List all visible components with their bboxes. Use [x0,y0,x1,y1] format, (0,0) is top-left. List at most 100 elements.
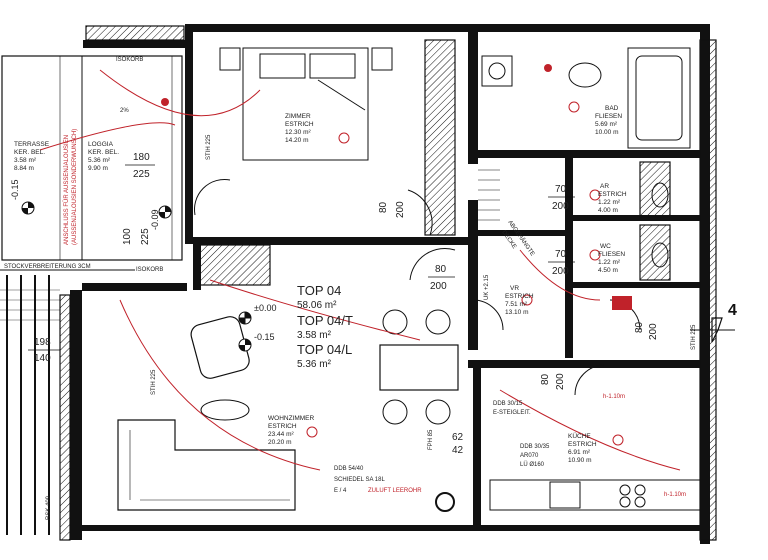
room-labels: ZIMMER ESTRICH 12.30 m² 14.20 m BAD FLIE… [14,105,627,464]
interior-walls [193,24,700,528]
note-steiglt: E-STEIGLEIT. [493,410,531,416]
top-labels: TOP 04 58.06 m² TOP 04/T 3.58 m² TOP 04/… [297,283,353,370]
room-wc-area: 1.22 m² [598,259,621,266]
level-0: ±0.00 [254,303,276,313]
room-terrasse-area: 3.58 m² [14,157,37,164]
room-loggia-floor: KER. BEL. [88,149,119,156]
note-h2: h-1.10m [664,492,686,498]
level-2: -0.15 [10,179,20,200]
room-kueche-perimeter: 10.90 m [568,457,592,464]
room-terrasse-name: TERRASSE [14,141,50,148]
door-arcs [194,179,641,396]
note-e4: E / 4 [334,488,347,494]
dim-225-a: 225 [133,169,150,180]
note-ar70: AR070 [520,453,539,459]
room-loggia-name: LOGGIA [88,141,114,148]
note-zuluft: ZULUFT LEEROHR [368,488,422,494]
dim-200-d: 200 [552,266,569,277]
note-stiz-2: STIH 225 [151,369,157,395]
dim-180: 180 [133,152,150,163]
room-zimmer-area: 12.30 m² [285,129,311,136]
level-1: -0.15 [254,332,275,342]
note-stiz-3: STIH 225 [691,324,697,350]
note-ddb-kue: DDB 30/35 [520,444,550,450]
room-zimmer-floor: ESTRICH [285,121,314,128]
dim-198: 198 [34,337,51,348]
dim-62: 62 [452,432,464,443]
room-zimmer-perimeter: 14.20 m [285,137,309,144]
room-bad-area: 5.69 m² [595,121,618,128]
note-schiedel: SCHIEDEL SA 18L [334,477,385,483]
room-bad-perimeter: 10.00 m [595,129,619,136]
note-aussen-1: ANSCHLUSS FÜR AUSSENJALOUSIEN [63,135,70,245]
level-marker [238,311,252,325]
dim-80-d: 80 [634,321,645,333]
note-fph: FPH 85 [428,429,434,450]
room-wohnzimmer-name: WOHNZIMMER [268,415,315,422]
dim-200-f: 200 [648,323,659,340]
top-label-3-name: TOP 04/L [297,342,352,357]
room-loggia-perimeter: 9.90 m [88,165,108,172]
note-lue: LÜ Ø160 [520,461,545,468]
level-3: -0.09 [150,209,160,230]
dim-70-a: 70 [555,184,567,195]
note-rsk: RSK 409 [46,495,52,520]
dimensions: 180 225 100 225 80 200 80 200 70 200 70 … [28,152,659,456]
electrical-layer [39,64,681,512]
room-zimmer-name: ZIMMER [285,113,311,120]
dim-200-c: 200 [552,201,569,212]
dim-80-b: 80 [435,264,447,275]
top-label-1-name: TOP 04 [297,283,341,298]
dim-140: 140 [34,353,51,364]
room-terrasse-perimeter: 8.84 m [14,165,34,172]
room-ar-area: 1.22 m² [598,199,621,206]
room-wohnzimmer-floor: ESTRICH [268,423,297,430]
section-marker: 4 [690,302,737,343]
room-vr-name: VR [510,285,519,292]
level-marker [238,338,252,352]
note-ddb-wz: DDB 54/40 [334,466,364,472]
level-values: ±0.00 -0.15 -0.15 -0.09 [10,179,276,342]
dim-200-a: 200 [395,201,406,218]
top-label-2-name: TOP 04/T [297,313,353,328]
room-vr-area: 7.51 m² [505,301,528,308]
outer-walls [59,24,717,544]
note-isokorb-1: ISOKORB [116,57,143,63]
room-ar-perimeter: 4.00 m [598,207,618,214]
room-wc-floor: FLIESEN [598,251,625,258]
note-h1: h-1.10m [603,394,625,400]
room-kueche-name: KÜCHE [568,432,591,440]
terrace-loggia [0,55,183,535]
room-kueche-floor: ESTRICH [568,441,597,448]
dim-80-a: 80 [378,201,389,213]
top-label-3-value: 5.36 m² [297,359,332,370]
note-stiz-1: STIH 225 [206,134,212,160]
dim-42: 42 [452,445,464,456]
room-wc-perimeter: 4.50 m [598,267,618,274]
room-vr-perimeter: 13.10 m [505,309,529,316]
top-label-2-value: 3.58 m² [297,330,332,341]
room-ar-name: AR [600,183,609,190]
level-markers [21,201,252,352]
room-loggia-area: 5.36 m² [88,157,111,164]
dim-200-b: 200 [430,281,447,292]
top-label-1-value: 58.06 m² [297,300,337,311]
dim-70-b: 70 [555,249,567,260]
furniture [117,47,701,511]
dim-100: 100 [122,228,133,245]
dim-200-e: 200 [555,373,566,390]
room-wc-name: WC [600,243,611,250]
room-vr-floor: ESTRICH [505,293,534,300]
room-terrasse-floor: KER. BEL. [14,149,45,156]
level-marker [21,201,35,215]
dim-80-c: 80 [540,373,551,385]
note-slope: 2% [120,108,129,114]
room-bad-name: BAD [605,105,619,112]
note-isokorb-2: ISOKORB [136,267,163,273]
level-marker [158,205,172,219]
room-wohnzimmer-area: 23.44 m² [268,431,294,438]
note-aussen-2: (AUSSENJALOUSIEN SONDERWUNSCH) [72,129,78,245]
room-wohnzimmer-perimeter: 20.20 m [268,439,292,446]
dim-225-b: 225 [140,228,151,245]
